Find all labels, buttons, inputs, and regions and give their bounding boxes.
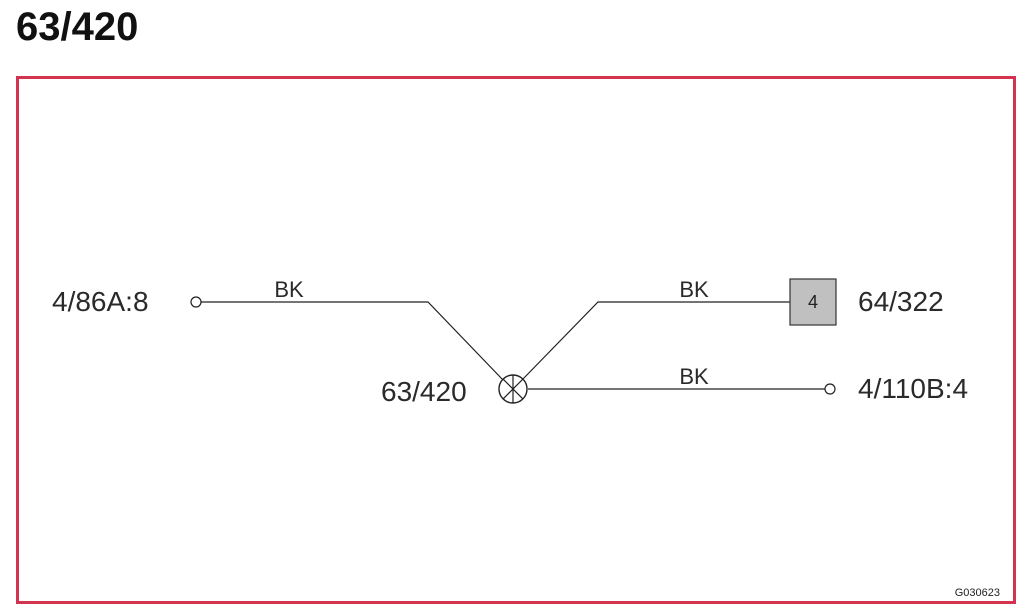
left-terminal-label: 4/86A:8: [52, 286, 149, 317]
diagram-frame: [16, 76, 1016, 604]
reference-code: G030623: [955, 587, 1000, 599]
wire-left-color-label: BK: [274, 277, 304, 302]
connector-box[interactable]: [789, 278, 837, 326]
right-connector-label: 64/322: [858, 286, 944, 317]
wire-upper-right-color-label: BK: [679, 277, 709, 302]
splice-label: 63/420: [381, 376, 467, 407]
splice-symbol[interactable]: [498, 374, 528, 404]
wire-left: [201, 301, 504, 381]
wire-lower-right-color-label: BK: [679, 364, 709, 389]
terminal-left[interactable]: [190, 296, 202, 308]
page-title: 63/420: [16, 5, 139, 49]
connector-pin-label: 4: [808, 292, 818, 312]
terminal-right[interactable]: [824, 383, 836, 395]
wire-upper-right: [521, 301, 790, 381]
right-terminal-label: 4/110B:4: [858, 373, 968, 404]
